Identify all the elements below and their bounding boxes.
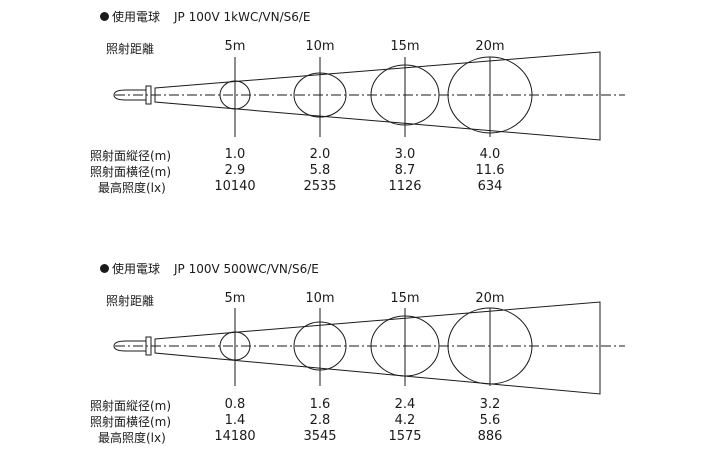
distance-20m: 20m xyxy=(475,39,505,54)
row-label-horizontal: 照射面横径(m) xyxy=(90,415,172,429)
distance-label: 照射距離 xyxy=(106,42,155,56)
cell-illuminance-20m: 634 xyxy=(477,179,503,194)
row-label-illuminance: 最高照度(lx) xyxy=(98,431,166,445)
beam-diagram xyxy=(113,51,625,141)
bulb-icon xyxy=(113,340,146,352)
bullet-icon xyxy=(100,12,109,21)
bulb-title: 使用電球 JP 100V 500WC/VN/S6/E xyxy=(100,260,319,277)
distance-15m: 15m xyxy=(390,291,420,306)
cell-illuminance-5m: 10140 xyxy=(214,179,256,194)
beam-cone xyxy=(154,51,601,141)
cell-vertical-10m: 1.6 xyxy=(309,397,331,412)
bulb-icon xyxy=(113,89,146,101)
cell-horizontal-5m: 2.9 xyxy=(224,163,246,178)
distance-label: 照射距離 xyxy=(106,294,155,308)
row-label-illuminance: 最高照度(lx) xyxy=(98,181,166,195)
spot-20m xyxy=(447,307,533,385)
cell-illuminance-5m: 14180 xyxy=(214,429,256,444)
bulb-label: 使用電球 xyxy=(112,10,161,24)
spot-10m xyxy=(293,72,347,118)
distance-10m: 10m xyxy=(305,291,335,306)
cell-horizontal-10m: 2.8 xyxy=(309,413,331,428)
bulb-title: 使用電球 JP 100V 1kWC/VN/S6/E xyxy=(100,8,311,25)
spot-5m xyxy=(219,331,251,361)
cell-vertical-5m: 0.8 xyxy=(224,397,246,412)
cell-vertical-5m: 1.0 xyxy=(224,147,246,162)
cell-horizontal-20m: 5.6 xyxy=(479,413,501,428)
beam-panel-1kw: 使用電球 JP 100V 1kWC/VN/S6/E 照射距離 5m 10m 15m… xyxy=(0,0,715,200)
distance-5m: 5m xyxy=(224,39,246,54)
cell-vertical-20m: 3.2 xyxy=(479,397,501,412)
cell-horizontal-5m: 1.4 xyxy=(224,413,246,428)
spot-15m xyxy=(370,315,440,377)
row-label-vertical: 照射面縦径(m) xyxy=(90,399,172,413)
spot-15m xyxy=(370,64,440,126)
row-label-vertical: 照射面縦径(m) xyxy=(90,149,172,163)
beam-panel-500w: 使用電球 JP 100V 500WC/VN/S6/E 照射距離 5m 10m 15… xyxy=(0,252,715,452)
bulb-model: JP 100V 1kWC/VN/S6/E xyxy=(174,10,311,24)
cell-horizontal-10m: 5.8 xyxy=(309,163,331,178)
bulb-model: JP 100V 500WC/VN/S6/E xyxy=(174,262,319,276)
spot-5m xyxy=(219,80,251,110)
cell-vertical-15m: 3.0 xyxy=(394,147,416,162)
cell-horizontal-20m: 11.6 xyxy=(475,163,505,178)
cell-horizontal-15m: 4.2 xyxy=(394,413,416,428)
cell-illuminance-15m: 1126 xyxy=(388,179,422,194)
cell-illuminance-20m: 886 xyxy=(477,429,503,444)
cell-horizontal-15m: 8.7 xyxy=(394,163,416,178)
row-label-horizontal: 照射面横径(m) xyxy=(90,165,172,179)
cell-vertical-20m: 4.0 xyxy=(479,147,501,162)
beam-diagram xyxy=(113,301,625,395)
cell-illuminance-10m: 3545 xyxy=(303,429,337,444)
cell-vertical-10m: 2.0 xyxy=(309,147,331,162)
distance-10m: 10m xyxy=(305,39,335,54)
beam-cone xyxy=(154,301,601,395)
cell-illuminance-15m: 1575 xyxy=(388,429,422,444)
bullet-icon xyxy=(100,264,109,273)
bulb-label: 使用電球 xyxy=(112,262,161,276)
cell-illuminance-10m: 2535 xyxy=(303,179,337,194)
cell-vertical-15m: 2.4 xyxy=(394,397,416,412)
spot-10m xyxy=(293,321,347,371)
distance-5m: 5m xyxy=(224,291,246,306)
distance-20m: 20m xyxy=(475,291,505,306)
distance-15m: 15m xyxy=(390,39,420,54)
spot-20m xyxy=(447,56,533,134)
